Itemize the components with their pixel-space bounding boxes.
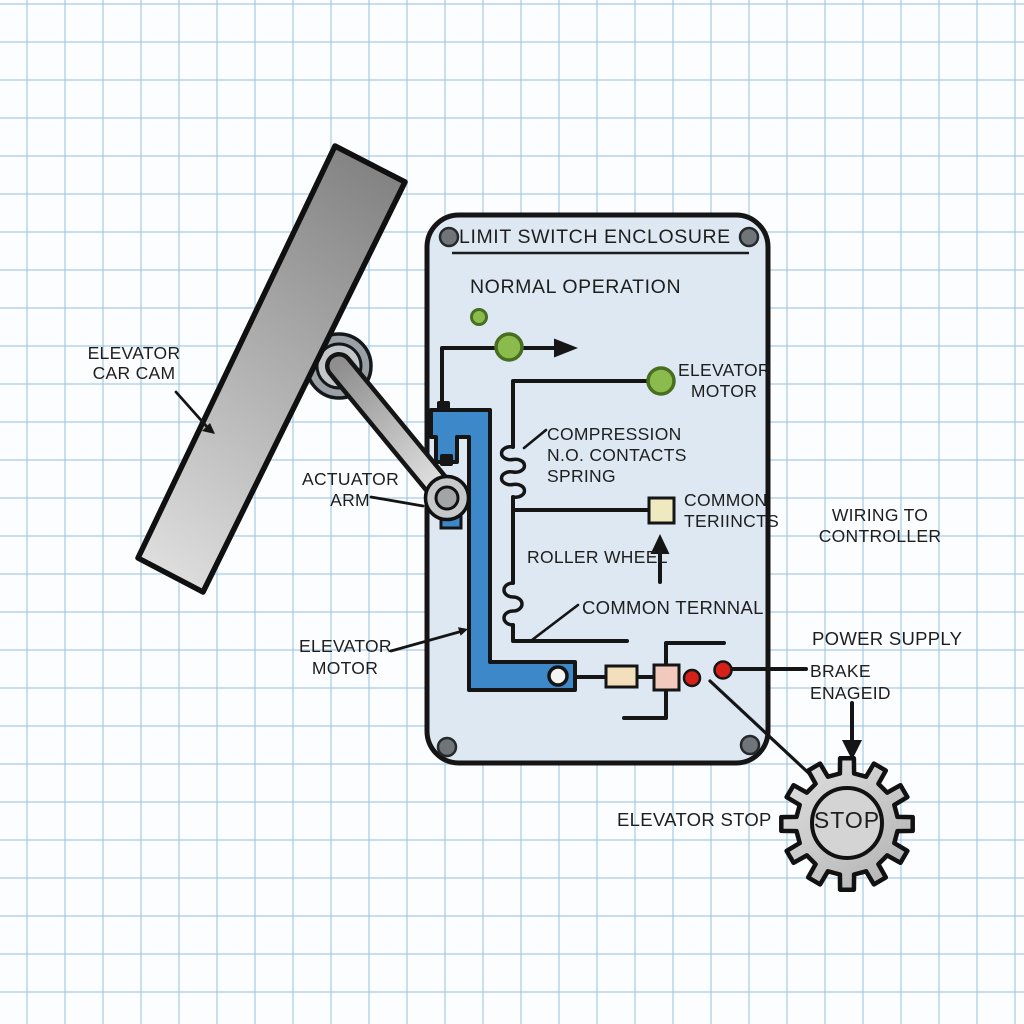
- circuit-wiring: [440, 346, 808, 720]
- plunger-cap-top: [437, 401, 450, 412]
- leader-arrowhead-icon: [202, 423, 215, 434]
- elevator-car-cam-label: ELEVATOR CAR CAM: [86, 343, 182, 383]
- wire-motor: [511, 379, 651, 449]
- enclosure-title: LIMIT SWITCH ENCLOSURE: [459, 226, 731, 248]
- green-motor-node: [646, 366, 676, 396]
- actuator-arm-rod: [329, 356, 457, 507]
- elevator-motor-left-line1: ELEVATOR: [299, 636, 392, 656]
- green-status-dot-small: [470, 308, 488, 326]
- wire-lower-stub: [622, 688, 668, 720]
- leader-motor-left: [389, 630, 461, 653]
- wiring-line2: CONTROLLER: [818, 525, 942, 546]
- brake-line1: BRAKE: [810, 661, 871, 681]
- compression-line3: SPRING: [547, 466, 616, 486]
- red-contact-dot: [682, 668, 702, 688]
- common-contacts-label: COMMON TERIINCTS: [684, 490, 779, 532]
- red-contact-dot: [713, 660, 733, 680]
- roller-hub: [434, 485, 460, 511]
- common-contacts-line1: COMMON: [684, 490, 768, 510]
- terminal-block-tan: [604, 664, 639, 689]
- common-terminal-label: COMMON TERNNAL: [582, 597, 764, 618]
- cam-and-arm: [135, 143, 471, 595]
- gear-center: [810, 786, 884, 860]
- lower-spring-icon: [502, 581, 524, 627]
- gear-stop-icon: [779, 756, 915, 892]
- leader-common-terminal: [530, 603, 580, 642]
- compression-line1: COMPRESSION: [547, 424, 682, 444]
- car-cam-line1: ELEVATOR: [87, 343, 181, 363]
- elevator-motor-left-label: ELEVATOR MOTOR: [299, 636, 392, 679]
- right-arrow-icon: [554, 338, 578, 358]
- wire-upper-stub: [664, 641, 726, 667]
- terminal-block-pink: [652, 663, 681, 692]
- wiring-to-controller-label: WIRING TO CONTROLLER: [818, 505, 942, 546]
- common-contacts-line2: TERIINCTS: [684, 511, 780, 531]
- down-arrow-icon: [842, 740, 862, 760]
- power-supply-label: POWER SUPPLY: [812, 628, 963, 649]
- leader-compression-spring: [522, 428, 548, 450]
- up-arrow-icon: [650, 534, 670, 554]
- compression-line2: N.O. CONTACTS: [547, 445, 687, 465]
- wire-common-terminal: [511, 623, 629, 643]
- contact-blocks: [470, 308, 733, 692]
- wiring-line1: WIRING TO: [831, 505, 929, 525]
- brake-line2: ENAGEID: [810, 683, 891, 703]
- actuator-arm-label: ACTUATOR ARM: [302, 469, 400, 510]
- plunger-cap-inner: [440, 454, 453, 466]
- car-cam-line2: CAR CAM: [92, 363, 176, 383]
- screw-icon: [739, 734, 761, 756]
- screw-icon: [738, 226, 760, 248]
- pivot-hole: [547, 665, 569, 687]
- compression-spring-icon: [499, 445, 527, 499]
- no-contact-block: [647, 496, 676, 525]
- actuator-housing: [429, 408, 577, 692]
- roller-wheel-label: ROLLER WHEEL: [527, 547, 668, 567]
- actuator-arm-line1: ACTUATOR: [302, 469, 400, 489]
- elevator-car-cam: [135, 143, 408, 595]
- leader-arrowhead-icon: [458, 627, 468, 636]
- gear-stop-text: STOP: [813, 807, 881, 833]
- elevator-motor-right-label: ELEVATOR MOTOR: [678, 360, 771, 401]
- screw-icon: [438, 226, 460, 248]
- leader-car-cam: [174, 390, 210, 430]
- elevator-stop-label: ELEVATOR STOP: [617, 809, 772, 830]
- compression-spring-label: COMPRESSION N.O. CONTACTS SPRING: [547, 424, 687, 487]
- actuator-arm-line2: ARM: [330, 489, 370, 510]
- screw-icon: [436, 736, 458, 758]
- green-status-dot-large: [494, 332, 524, 362]
- elevator-motor-right-line2: MOTOR: [690, 380, 758, 401]
- elevator-motor-left-line2: MOTOR: [311, 657, 379, 678]
- line-to-gear: [708, 679, 817, 781]
- brake-engaged-label: BRAKE ENAGEID: [810, 660, 891, 704]
- normal-operation-label: NORMAL OPERATION: [470, 276, 682, 298]
- leader-actuator-arm: [369, 495, 425, 508]
- elevator-motor-right-line1: ELEVATOR: [678, 360, 771, 380]
